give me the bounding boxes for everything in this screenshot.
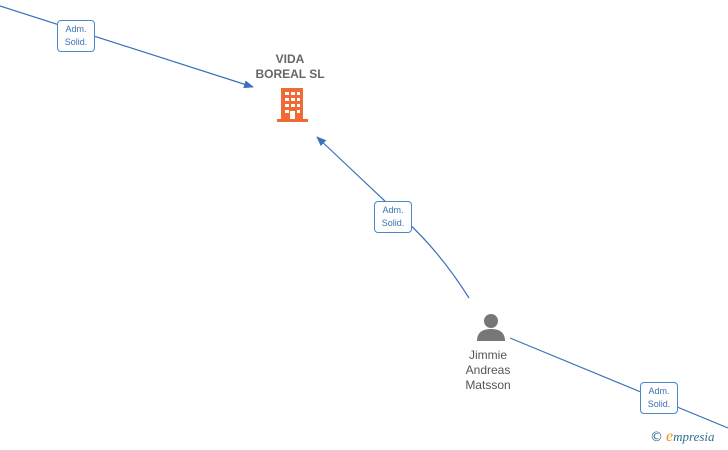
edge-label-middle[interactable]: Adm. Solid. xyxy=(374,201,412,233)
edge-label-line2: Solid. xyxy=(381,218,405,228)
edge-label-line1: Adm. xyxy=(65,24,87,34)
edge-label-left[interactable]: Adm. Solid. xyxy=(57,20,95,52)
brand-name: mpresia xyxy=(673,429,715,444)
edge-label-line1: Adm. xyxy=(382,205,404,215)
person-icon[interactable] xyxy=(476,312,506,342)
edge-label-line2: Solid. xyxy=(64,37,88,47)
copyright-symbol: © xyxy=(650,430,663,445)
person-name-line3: Matsson xyxy=(465,378,511,392)
edge-line-person-to-right xyxy=(509,337,728,429)
brand-initial: e xyxy=(666,428,674,445)
building-icon[interactable] xyxy=(277,87,309,123)
edge-line-left-to-company xyxy=(0,5,254,89)
person-node-label[interactable]: Jimmie Andreas Matsson xyxy=(440,348,536,393)
edge-label-right[interactable]: Adm. Solid. xyxy=(640,382,678,414)
company-name-line1: VIDA xyxy=(275,52,305,66)
company-node-label[interactable]: VIDA BOREAL SL xyxy=(240,52,340,82)
edge-label-line1: Adm. xyxy=(648,386,670,396)
person-name-line2: Andreas xyxy=(465,363,511,377)
company-name-line2: BOREAL SL xyxy=(255,67,325,81)
person-name-line1: Jimmie xyxy=(469,348,507,362)
empresia-watermark: ©empresia xyxy=(650,428,715,446)
edge-label-line2: Solid. xyxy=(647,399,671,409)
